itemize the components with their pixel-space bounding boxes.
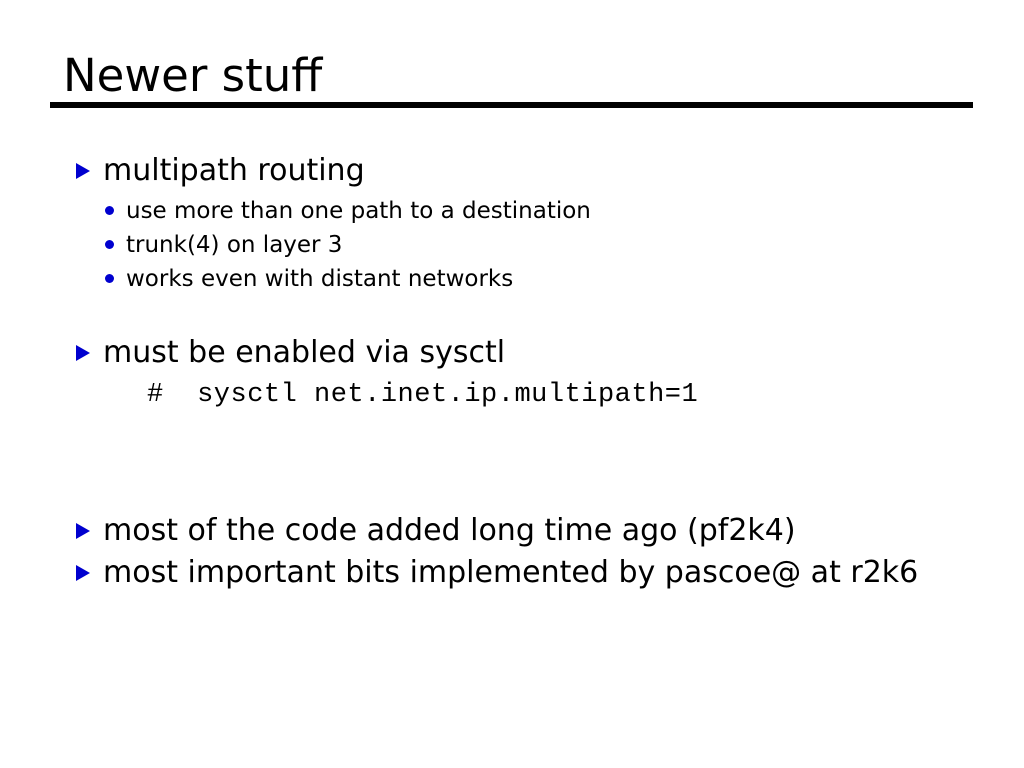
- page-title: Newer stuff: [63, 50, 322, 102]
- bullet-item-level1: must be enabled via sysctl: [76, 332, 956, 374]
- dot-bullet-icon: [105, 262, 126, 283]
- dot-bullet-icon: [105, 228, 126, 249]
- bullet-text: must be enabled via sysctl: [103, 335, 506, 370]
- triangle-bullet-icon: [76, 332, 103, 361]
- bullet-item-level2: use more than one path to a destination: [105, 194, 955, 228]
- bullet-item-level1: most of the code added long time ago (pf…: [76, 510, 956, 552]
- bullet-item-level2: trunk(4) on layer 3: [105, 228, 955, 262]
- bullet-text: trunk(4) on layer 3: [126, 232, 343, 258]
- triangle-bullet-icon: [76, 552, 103, 581]
- bullet-text: most important bits implemented by pasco…: [103, 555, 919, 590]
- title-divider: [50, 102, 973, 108]
- bullet-item-level1: most important bits implemented by pasco…: [76, 552, 956, 594]
- dot-bullet-icon: [105, 194, 126, 215]
- command-line-text: # sysctl net.inet.ip.multipath=1: [147, 380, 699, 410]
- bullet-item-level2: works even with distant networks: [105, 262, 955, 296]
- bullet-item-level1: multipath routing: [76, 150, 956, 192]
- triangle-bullet-icon: [76, 510, 103, 539]
- page-title-text: Newer stuff: [63, 49, 323, 102]
- bullet-text: multipath routing: [103, 153, 365, 188]
- bullet-text: works even with distant networks: [126, 266, 514, 292]
- bullet-text: use more than one path to a destination: [126, 198, 591, 224]
- triangle-bullet-icon: [76, 150, 103, 179]
- bullet-text: most of the code added long time ago (pf…: [103, 513, 796, 548]
